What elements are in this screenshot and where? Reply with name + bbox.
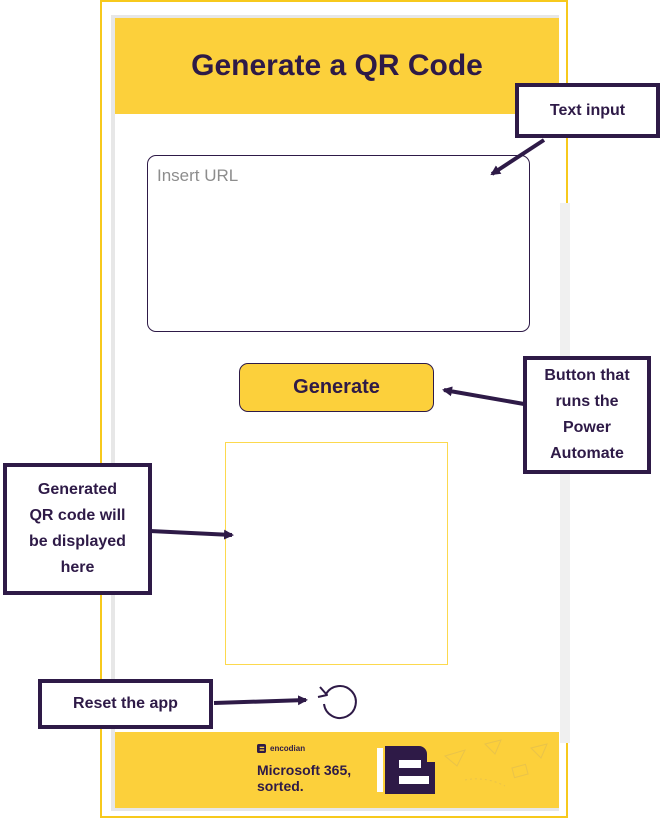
callout-reset-label: Reset the app	[73, 695, 178, 712]
url-input[interactable]: Insert URL	[147, 155, 530, 332]
arrow-icon	[490, 138, 546, 176]
callout-text-input: Text input	[515, 83, 660, 138]
brand-row: encodian	[257, 744, 305, 753]
generate-button[interactable]: Generate	[239, 363, 434, 412]
encodian-logo-icon	[257, 744, 266, 753]
app-frame: Generate a QR Code Insert URL Generate e…	[100, 0, 570, 818]
brand-name: encodian	[270, 744, 306, 753]
arrow-icon	[213, 695, 308, 706]
encodian-e-logo-icon	[377, 746, 435, 794]
url-placeholder: Insert URL	[157, 166, 239, 185]
callout-reset: Reset the app	[38, 679, 213, 729]
callout-qr: Generated QR code will be displayed here	[3, 463, 152, 595]
qr-code-display	[225, 442, 448, 665]
reset-icon[interactable]	[314, 678, 362, 726]
footer-bar: encodian Microsoft 365, sorted.	[115, 732, 559, 808]
arrow-icon	[442, 386, 525, 406]
arrow-icon	[149, 529, 234, 540]
callout-button: Button that runs the Power Automate	[523, 356, 651, 474]
callout-text-input-label: Text input	[549, 101, 626, 119]
page-title: Generate a QR Code	[191, 49, 483, 82]
header-bar: Generate a QR Code	[115, 18, 559, 114]
callout-button-label: Button that runs the Power Automate	[544, 367, 630, 462]
callout-qr-label: Generated QR code will be displayed here	[29, 481, 126, 576]
app-screen: Generate a QR Code Insert URL Generate e…	[115, 18, 570, 808]
paper-plane-decoration-icon	[443, 739, 548, 787]
tagline: Microsoft 365, sorted.	[257, 762, 352, 794]
